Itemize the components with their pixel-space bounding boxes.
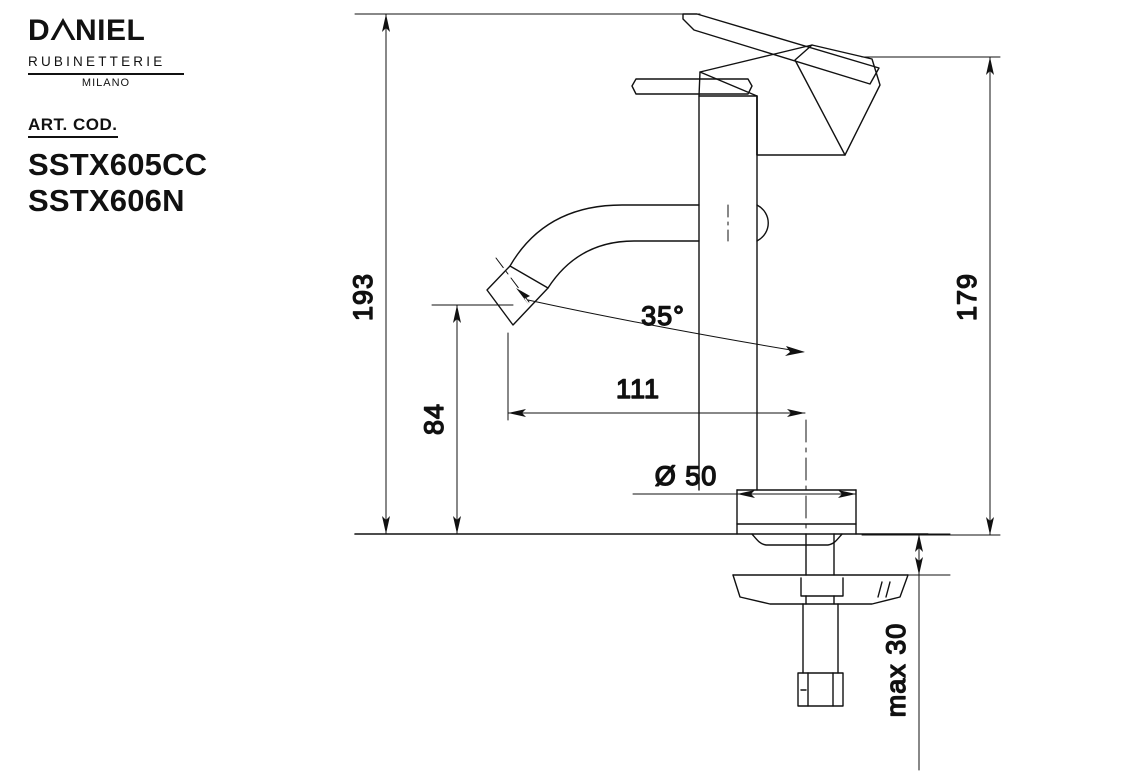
- brand-logo: D NIEL RUBINETTERIE MILANO: [28, 14, 188, 89]
- dimension-max30-arrows: [915, 534, 923, 575]
- dimension-111: [507, 332, 806, 421]
- dimension-193-arrows: [382, 14, 390, 534]
- brand-city: MILANO: [81, 76, 131, 89]
- dimension-179-arrows: [986, 57, 994, 535]
- dimension-84-label: 84: [419, 403, 449, 435]
- dimension-84-arrows: [453, 305, 461, 534]
- hex-nut: [797, 672, 844, 707]
- dimension-diameter-50-label: Ø 50: [655, 461, 718, 491]
- dimension-diameter-50-arrows: [737, 490, 856, 498]
- faucet-base-escutcheon: [736, 489, 857, 535]
- art-code-2: SSTX606N: [28, 183, 185, 219]
- brand-name-logo: D NIEL: [28, 14, 145, 47]
- base-gasket: [751, 533, 843, 546]
- spout-centerline: [495, 204, 729, 303]
- faucet-spout: [486, 204, 769, 326]
- faucet-column: [698, 95, 758, 491]
- dimension-35deg-arrows: [516, 288, 805, 356]
- handle-cartridge-cap: [698, 44, 881, 156]
- svg-text:NIEL: NIEL: [75, 14, 145, 46]
- dimension-35deg-leader: [527, 299, 804, 353]
- dimension-35deg-label: 35°: [641, 301, 685, 331]
- art-code-1: SSTX605CC: [28, 146, 208, 182]
- dimension-111-label: 111: [616, 374, 660, 404]
- dimension-max30: [732, 533, 951, 771]
- dimension-179: [861, 56, 1001, 536]
- dimension-111-arrows: [508, 409, 805, 417]
- title-block: D NIEL RUBINETTERIE MILANO ART. COD. SST…: [28, 14, 318, 220]
- art-cod-label: ART. COD.: [28, 115, 118, 138]
- dimension-max30-label: max 30: [881, 623, 911, 718]
- lever-handle-upper: [682, 13, 880, 85]
- lever-handle-arm: [631, 78, 753, 95]
- dimension-179-label: 179: [952, 273, 982, 321]
- dimension-84: [431, 304, 514, 535]
- threaded-stud: [802, 603, 839, 674]
- svg-text:D: D: [28, 14, 50, 46]
- dimension-193-label: 193: [348, 273, 378, 321]
- brand-divider: [28, 72, 184, 75]
- brand-subtitle: RUBINETTERIE: [28, 54, 166, 69]
- mounting-shank: [805, 533, 835, 576]
- mounting-washer-plate: [732, 574, 909, 605]
- dimension-193: [354, 13, 701, 535]
- art-code-list: SSTX605CC SSTX606N: [28, 147, 318, 220]
